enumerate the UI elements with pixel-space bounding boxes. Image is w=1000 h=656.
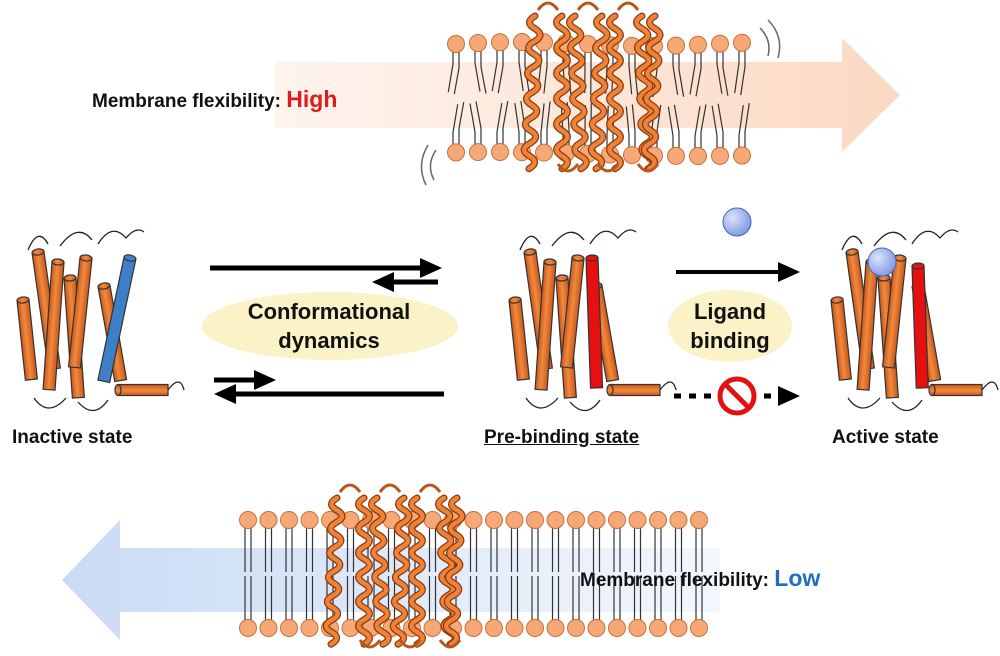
protein-ribbon-icon — [322, 483, 466, 649]
low-flexibility-arrow — [62, 520, 720, 640]
conformational-dynamics-label: Conformational dynamics — [205, 297, 453, 355]
equilibrium-arrows-bottom — [214, 370, 444, 404]
ligand-binding-arrow — [676, 262, 800, 282]
conformational-line-2: dynamics — [278, 328, 380, 353]
conformational-oval — [202, 292, 458, 360]
gpcr-helix-icon — [508, 229, 677, 412]
membrane-flexibility-high-label: Membrane flexibility: High — [92, 86, 337, 113]
active-state-label: Active state — [832, 427, 939, 448]
ligand-line-1: Ligand — [693, 299, 767, 324]
bound-ligand-ball-icon — [867, 247, 897, 277]
protein-ribbon-icon — [520, 1, 664, 173]
inactive-state-label: Inactive state — [12, 427, 133, 448]
gpcr-helix-icon — [16, 229, 185, 412]
conformational-line-1: Conformational — [247, 299, 411, 324]
equilibrium-arrows-top — [210, 258, 442, 292]
flexibility-prefix: Membrane flexibility: — [92, 91, 281, 112]
high-flexibility-arrow — [275, 38, 900, 152]
membrane-flexibility-low-label: Membrane flexibility: Low — [580, 565, 820, 592]
ligand-line-2: binding — [690, 328, 770, 353]
blocked-binding-arrow — [674, 386, 800, 406]
pre-binding-state-label: Pre-binding state — [484, 427, 640, 448]
gpcr-helix-icon — [830, 229, 999, 412]
ligand-ball-icon — [722, 207, 752, 237]
wobble-marks — [420, 19, 781, 186]
ligand-oval — [668, 290, 792, 362]
no-entry-icon — [717, 376, 757, 416]
ligand-binding-label: Ligand binding — [670, 297, 790, 355]
flexibility-value-high: High — [286, 86, 338, 112]
flexibility-prefix: Membrane flexibility: — [580, 570, 769, 591]
flexibility-value-low: Low — [774, 565, 821, 591]
